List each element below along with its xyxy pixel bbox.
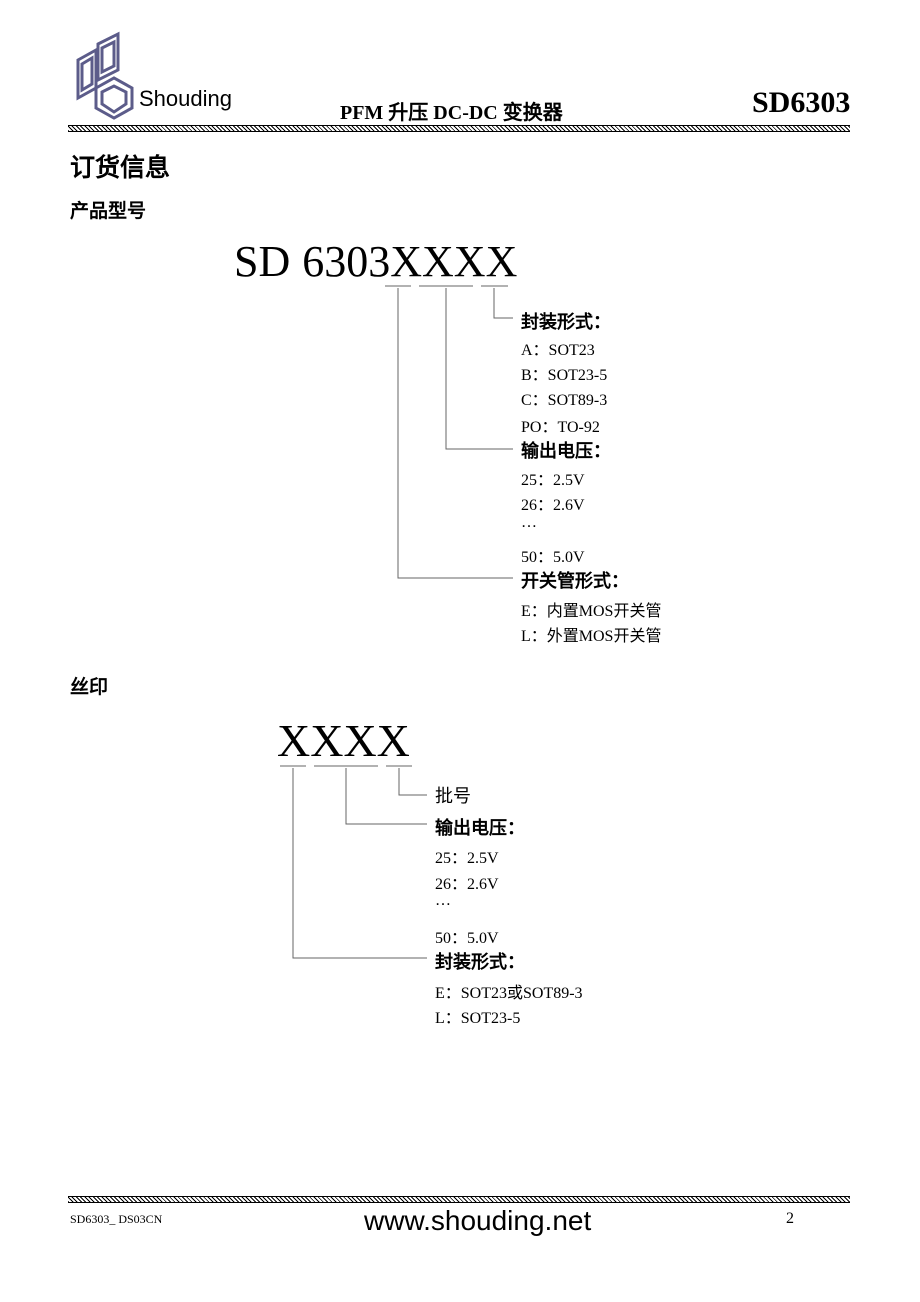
switch-option: L：外置MOS开关管 bbox=[521, 628, 662, 645]
voltage-option: 50：5.0V bbox=[521, 549, 585, 566]
marking-voltage-ellipsis: … bbox=[435, 892, 451, 909]
shouding-logo-icon bbox=[76, 31, 134, 120]
marking-voltage-option: 25：2.5V bbox=[435, 850, 499, 867]
package-option: PO：TO-92 bbox=[521, 419, 600, 436]
marking-code: XXXX bbox=[277, 715, 410, 766]
model-code-body: 6303XXXX bbox=[302, 237, 518, 286]
marking-voltage-option: 26：2.6V bbox=[435, 876, 499, 893]
ordering-info-title: 订货信息 bbox=[70, 153, 171, 182]
product-model-heading: 产品型号 bbox=[70, 200, 147, 222]
website-link[interactable]: www.shouding.net bbox=[364, 1205, 592, 1236]
package-option: C：SOT89-3 bbox=[521, 392, 608, 409]
switch-type-label: 开关管形式： bbox=[521, 571, 629, 592]
batch-number-label: 批号 bbox=[435, 786, 471, 807]
voltage-option: 26：2.6V bbox=[521, 497, 585, 514]
switch-option: E：内置MOS开关管 bbox=[521, 603, 662, 620]
marking-package-option: E：SOT23或SOT89-3 bbox=[435, 985, 583, 1002]
marking-voltage-label: 输出电压： bbox=[435, 818, 525, 839]
document-id: SD6303_ DS03CN bbox=[70, 1212, 163, 1226]
marking-package-label: 封装形式： bbox=[435, 952, 525, 973]
output-voltage-label: 输出电压： bbox=[521, 441, 611, 462]
voltage-ellipsis: … bbox=[521, 514, 537, 531]
marking-package-option: L：SOT23-5 bbox=[435, 1010, 521, 1027]
model-code-prefix: SD bbox=[234, 237, 291, 286]
marking-heading: 丝印 bbox=[70, 676, 109, 698]
voltage-option: 25：2.5V bbox=[521, 472, 585, 489]
page-number: 2 bbox=[786, 1210, 794, 1227]
document-title: PFM 升压 DC-DC 变换器 bbox=[340, 102, 563, 124]
package-option: A：SOT23 bbox=[521, 342, 595, 359]
marking-voltage-option: 50：5.0V bbox=[435, 930, 499, 947]
package-type-label: 封装形式： bbox=[521, 312, 611, 333]
header-rule bbox=[68, 125, 850, 132]
brand-name: Shouding bbox=[139, 86, 232, 111]
footer-rule bbox=[68, 1196, 850, 1203]
package-option: B：SOT23-5 bbox=[521, 367, 608, 384]
part-number: SD6303 bbox=[752, 86, 851, 119]
